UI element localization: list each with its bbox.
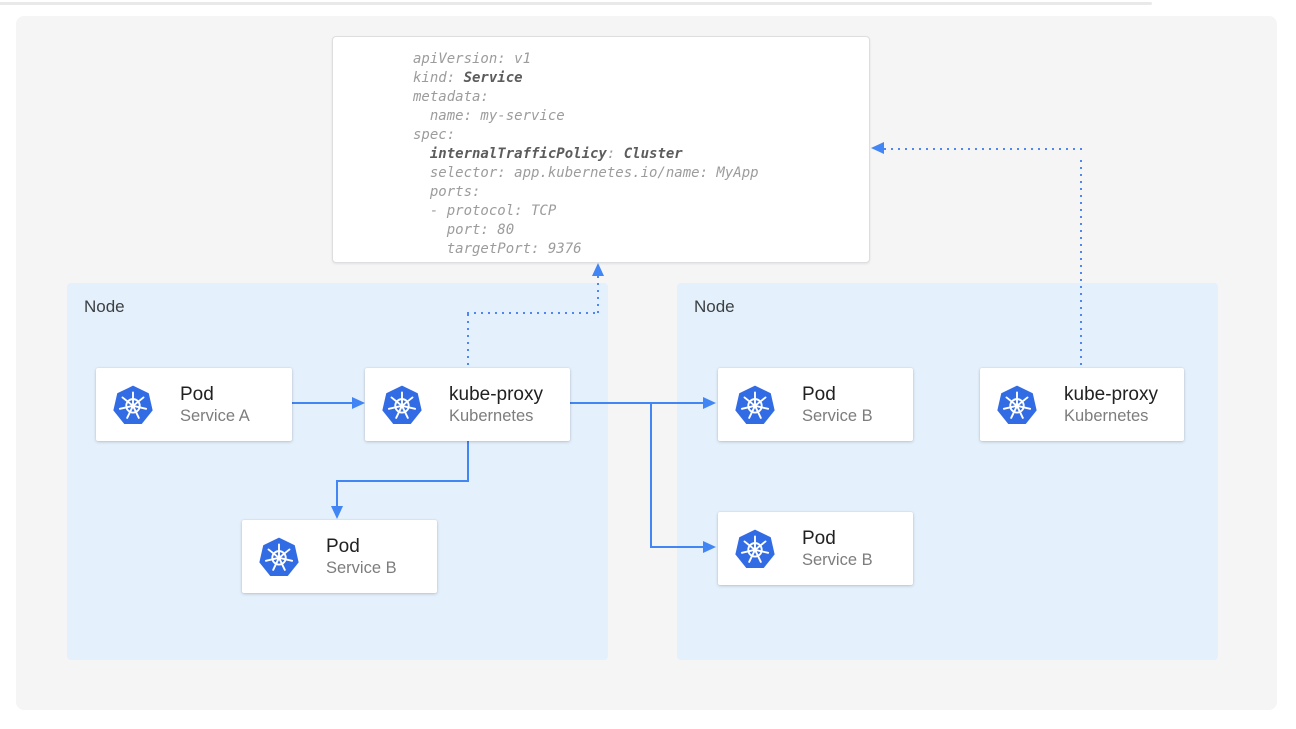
yaml-line: ports: [413,183,869,202]
dotted-right-kube-proxy-up [1080,160,1082,368]
card-text: kube-proxy Kubernetes [449,383,543,427]
dotted-left-elbow [467,312,600,314]
dotted-right-to-yaml [884,148,1082,150]
kubernetes-icon [381,384,423,425]
kubernetes-icon [734,528,776,569]
yaml-text-bold: Cluster [623,146,683,162]
yaml-line: internalTrafficPolicy: Cluster [413,145,869,164]
card-pod-service-b-right-top: Pod Service B [718,368,913,441]
card-pod-service-b-left: Pod Service B [242,520,437,593]
card-subtitle: Kubernetes [449,406,534,425]
kubernetes-icon [734,384,776,425]
arrow-branch-vertical [650,402,652,548]
arrow-kube-proxy-down-line [467,441,469,482]
node-box-left: Node [67,283,608,660]
node-label: Node [694,297,735,316]
arrow-pod-a-to-kube-proxy-head [352,397,365,409]
card-subtitle: Kubernetes [1064,406,1149,425]
kubernetes-icon [258,536,300,577]
yaml-text: - protocol: TCP [413,203,557,219]
yaml-text: spec: [413,127,456,143]
yaml-text: apiVersion: v1 [413,51,532,67]
yaml-line: spec: [413,126,869,145]
yaml-line: metadata: [413,88,869,107]
arrow-to-pod-b-left-head [331,506,343,519]
yaml-line: name: my-service [413,107,869,126]
arrow-pod-a-to-kube-proxy-line [292,402,354,404]
arrow-kube-proxy-to-pod-b-top-head [703,397,716,409]
card-title: Pod [180,383,214,405]
card-pod-service-b-right-bottom: Pod Service B [718,512,913,585]
yaml-text: kind: [413,70,464,86]
dotted-right-to-yaml-head [871,142,884,154]
card-subtitle: Service B [802,406,873,425]
card-subtitle: Service B [326,558,397,577]
yaml-line: port: 80 [413,221,869,240]
arrow-kube-proxy-to-pod-b-top-line [570,402,704,404]
arrow-branch-to-pod-b-bottom-head [703,541,716,553]
kubernetes-icon [996,384,1038,425]
card-kube-proxy-left: kube-proxy Kubernetes [365,368,570,441]
card-text: Pod Service B [802,527,873,571]
card-text: Pod Service A [180,383,250,427]
card-subtitle: Service B [802,550,873,569]
yaml-line: kind: Service [413,69,869,88]
yaml-line: selector: app.kubernetes.io/name: MyApp [413,164,869,183]
card-title: kube-proxy [449,383,543,405]
card-title: Pod [802,527,836,549]
card-kube-proxy-right: kube-proxy Kubernetes [980,368,1184,441]
top-divider [0,2,1152,5]
yaml-text-bold: Service [463,70,523,86]
yaml-text [413,146,430,162]
card-title: kube-proxy [1064,383,1158,405]
arrow-kube-proxy-down-elbow [336,480,469,482]
card-subtitle: Service A [180,406,250,425]
card-text: kube-proxy Kubernetes [1064,383,1158,427]
yaml-text: : [606,146,624,162]
yaml-line: - protocol: TCP [413,202,869,221]
yaml-text: selector: app.kubernetes.io/name: MyApp [413,165,759,181]
card-pod-service-a: Pod Service A [96,368,292,441]
dotted-left-to-yaml [597,276,599,314]
card-text: Pod Service B [802,383,873,427]
yaml-text: metadata: [413,89,489,105]
yaml-line: targetPort: 9376 [413,240,869,259]
yaml-text: targetPort: 9376 [413,241,582,257]
yaml-manifest-card: apiVersion: v1 kind: Service metadata: n… [332,36,870,263]
arrow-to-pod-b-left-line [336,480,338,508]
node-box-right: Node [677,283,1218,660]
yaml-text: port: 80 [413,222,515,238]
card-title: Pod [326,535,360,557]
card-text: Pod Service B [326,535,397,579]
card-title: Pod [802,383,836,405]
kubernetes-icon [112,384,154,425]
yaml-line: apiVersion: v1 [413,50,869,69]
dotted-left-kube-proxy-up [467,314,469,368]
arrow-branch-to-pod-b-bottom-line [650,546,704,548]
yaml-text-bold: internalTrafficPolicy [429,146,607,162]
yaml-text: name: my-service [413,108,565,124]
dotted-left-to-yaml-head [592,263,604,276]
yaml-text: ports: [413,184,481,200]
node-label: Node [84,297,125,316]
